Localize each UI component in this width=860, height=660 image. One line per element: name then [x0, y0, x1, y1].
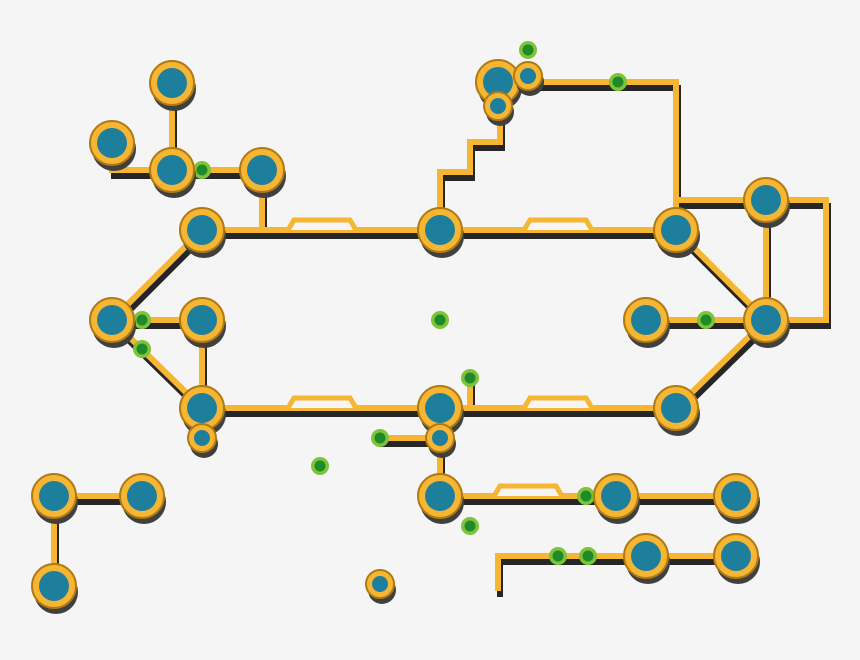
node-core: [187, 305, 217, 335]
node-core: [247, 155, 277, 185]
green-dot-core: [136, 343, 148, 355]
green-dot-core: [552, 550, 564, 562]
node-core: [661, 393, 691, 423]
node-core: [721, 481, 751, 511]
node-core: [157, 155, 187, 185]
node-core: [661, 215, 691, 245]
node-core: [372, 576, 388, 592]
node-core: [631, 541, 661, 571]
node-core: [425, 215, 455, 245]
node-core: [721, 541, 751, 571]
node-core: [432, 430, 448, 446]
node-core: [97, 305, 127, 335]
edge-bump: [285, 395, 359, 410]
green-dot-core: [196, 164, 208, 176]
green-dot-core: [314, 460, 326, 472]
edge-bumps: [285, 217, 595, 498]
green-dot-core: [700, 314, 712, 326]
markers: [133, 41, 715, 565]
node-core: [187, 215, 217, 245]
green-dot-core: [374, 432, 386, 444]
node-core: [157, 68, 187, 98]
green-dot-core: [612, 76, 624, 88]
edge-line: [525, 79, 679, 233]
node-core: [39, 571, 69, 601]
node-core: [97, 128, 127, 158]
node-core: [520, 68, 536, 84]
node-core: [425, 393, 455, 423]
green-dot-core: [136, 314, 148, 326]
edge-line: [437, 103, 503, 233]
node-core: [483, 67, 513, 97]
node-core: [751, 185, 781, 215]
green-dot-core: [434, 314, 446, 326]
edge-bump: [491, 483, 565, 498]
edge-bump: [521, 395, 595, 410]
node-core: [751, 305, 781, 335]
node-core: [194, 430, 210, 446]
green-dot-core: [580, 490, 592, 502]
nodes: [31, 59, 790, 614]
node-core: [39, 481, 69, 511]
node-core: [187, 393, 217, 423]
node-core: [127, 481, 157, 511]
node-core: [601, 481, 631, 511]
node-core: [425, 481, 455, 511]
green-dot-core: [582, 550, 594, 562]
edge-bump: [285, 217, 359, 232]
green-dot-core: [464, 372, 476, 384]
node-core: [490, 98, 506, 114]
edge-bump: [521, 217, 595, 232]
green-dot-core: [522, 44, 534, 56]
green-dot-core: [464, 520, 476, 532]
node-core: [631, 305, 661, 335]
